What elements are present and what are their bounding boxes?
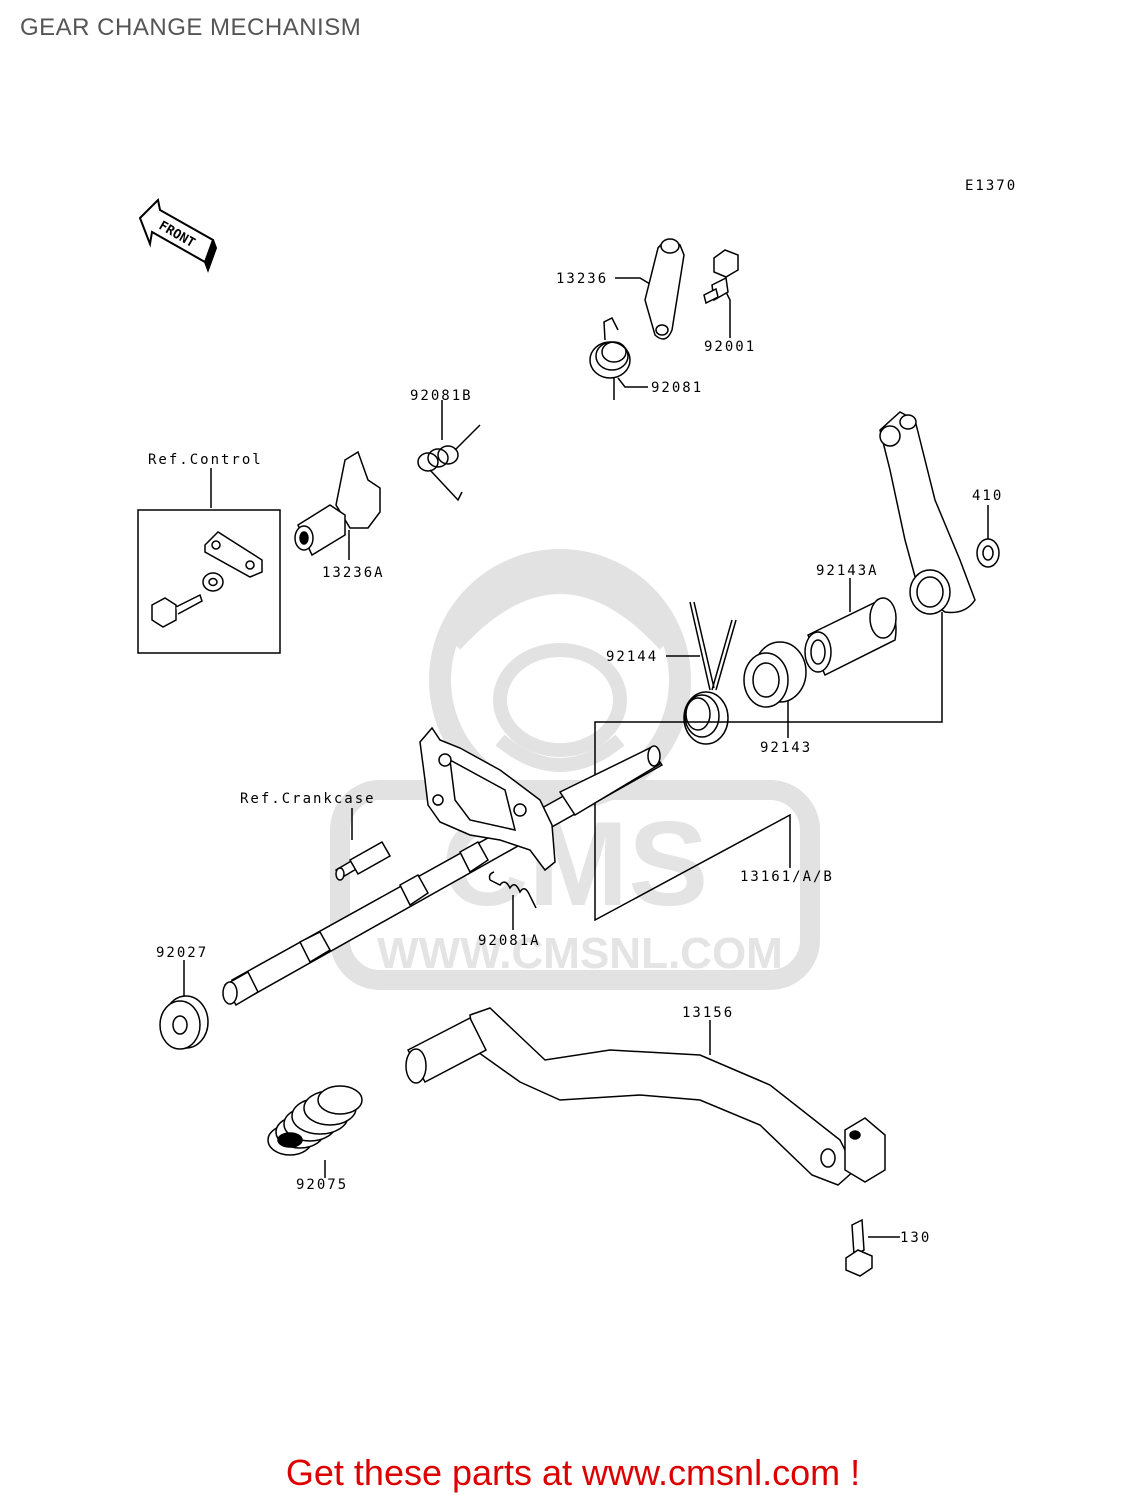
part-92081A-spring (488, 871, 537, 909)
pedal-link-arm (879, 411, 976, 615)
ref-control-label: Ref.Control (148, 452, 263, 468)
footer-promo: Get these parts at www.cmsnl.com ! (285, 1452, 861, 1493)
part-92144-label: 92144 (606, 649, 658, 665)
part-410-washer (976, 538, 1000, 568)
shift-plate (419, 726, 556, 872)
part-92075-rubber (267, 1085, 363, 1156)
part-92143-bushing (743, 641, 807, 708)
part-13156-label: 13156 (682, 1005, 734, 1021)
part-13236A-label: 13236A (322, 565, 385, 581)
crankcase-stud (334, 840, 392, 881)
diagram-code: E1370 (965, 178, 1017, 194)
watermark-mascot-face (493, 643, 627, 757)
part-92081B-label: 92081B (410, 388, 473, 404)
part-130-bolt (845, 1218, 873, 1277)
part-13236A-lever (294, 450, 381, 557)
ref-control-box (137, 509, 281, 654)
watermark-mascot-helmet (439, 566, 681, 650)
part-92081B-spring (417, 424, 481, 502)
part-92001-bolt (703, 249, 739, 305)
part-410-label: 410 (972, 488, 1003, 504)
part-92144-spring (683, 601, 737, 745)
part-92075-label: 92075 (296, 1177, 348, 1193)
front-arrow: FRONT (138, 197, 218, 273)
watermark-site-text: WWW.CMSNL.COM (377, 929, 783, 978)
part-92081A-label: 92081A (478, 933, 541, 949)
part-92001-label: 92001 (704, 339, 756, 355)
part-92143-label: 92143 (760, 740, 812, 756)
control-plate (204, 531, 263, 578)
part-92027-label: 92027 (156, 945, 208, 961)
part-130-label: 130 (900, 1230, 931, 1246)
part-13161-label: 13161/A/B (740, 869, 834, 885)
watermark-mascot-grin (495, 734, 625, 772)
part-92081-label: 92081 (651, 380, 703, 396)
watermark: CMS WWW.CMSNL.COM (330, 549, 820, 990)
part-13236-label: 13236 (556, 271, 608, 287)
part-13156-pedal (405, 1007, 886, 1186)
part-92143A-label: 92143A (816, 563, 879, 579)
part-92027-washer (159, 995, 209, 1050)
part-92081-spring (589, 316, 631, 400)
page-title: GEAR CHANGE MECHANISM (20, 14, 362, 41)
part-13236-arm (644, 238, 685, 340)
part-92143A-collar (804, 597, 897, 677)
ref-crankcase-label: Ref.Crankcase (240, 791, 376, 807)
control-bolt (151, 597, 177, 628)
shift-shaft (222, 745, 664, 1007)
